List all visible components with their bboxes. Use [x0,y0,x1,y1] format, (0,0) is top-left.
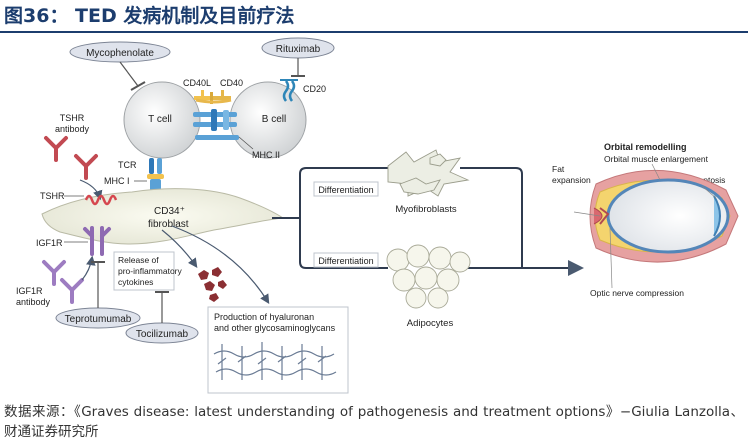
t-cell [123,81,201,159]
hyaluronan-arrow [171,225,270,305]
differentiation-branch-arrows [272,167,584,276]
svg-text:Teprotumumab: Teprotumumab [65,314,132,325]
mhc2-label: MHC II [252,150,280,160]
tcr-mhc2-complex [193,109,254,150]
tocilizumab-label: Tocilizumab [125,322,199,344]
svg-text:Differentiation: Differentiation [318,256,373,266]
cd40-label: CD40 [220,78,243,88]
t-cell-label: T cell [148,114,172,125]
svg-text:and other glycosaminoglycans: and other glycosaminoglycans [214,323,336,333]
mhc1-label: MHC I [104,176,130,186]
orbital-muscle-label: Orbital muscle enlargement [604,154,709,164]
svg-text:Mycophenolate: Mycophenolate [86,48,154,59]
optic-nerve-label: Optic nerve compression [590,288,684,298]
svg-text:Differentiation: Differentiation [318,185,373,195]
proptosis-label: Proptosis [690,175,725,185]
adipocyte-cluster [386,244,471,309]
adipocytes-label: Adipocytes [407,318,454,329]
ted-pathogenesis-diagram: Mycophenolate Rituximab T cell B cell CD… [16,37,739,394]
igf1r-label: IGF1R [36,238,63,248]
tshr-antibody-label-line2: antibody [55,124,90,134]
cytokine-arrow [161,229,198,268]
hyaluronan-box: Production of hyaluronan and other glyco… [207,306,349,394]
mycophenolate-inhibition-line [119,61,146,91]
tcr-label: TCR [118,160,137,170]
b-cell-label: B cell [262,114,286,125]
svg-text:Tocilizumab: Tocilizumab [136,329,189,340]
differentiation-top-label: Differentiation [313,181,379,197]
igf1r-receptor [83,226,111,256]
svg-text:cytokines: cytokines [118,277,153,287]
cd20-receptor [280,79,298,102]
tocilizumab-inhibition-line [155,291,169,323]
title-divider [0,31,748,33]
igf1r-antibody-arrow [81,255,96,281]
svg-text:Release of: Release of [118,255,159,265]
fibroblast-label-line1: CD34⁺ [154,206,185,217]
teprotumumab-label: Teprotumumab [55,307,141,329]
orbital-remodelling-title: Orbital remodelling [604,142,687,152]
differentiation-bottom-label: Differentiation [313,252,379,268]
igf1r-antibody [42,260,84,304]
orbit-eye-illustration [573,163,739,289]
tcr-receptor [147,158,164,191]
svg-text:Rituximab: Rituximab [276,44,321,55]
cd40l-label: CD40L [183,78,211,88]
igf1r-antibody-label-line2: antibody [16,297,51,307]
cd20-label: CD20 [303,84,326,94]
fibroblast-label-line2: fibroblast [148,219,189,230]
tshr-receptor [84,194,118,206]
source-citation: 数据来源：《Graves disease: latest understandi… [4,404,744,440]
tshr-label: TSHR [40,191,65,201]
svg-text:Production of hyaluronan: Production of hyaluronan [214,312,314,322]
myofibroblasts-label: Myofibroblasts [395,204,456,215]
svg-text:pro-inflammatory: pro-inflammatory [118,266,183,276]
teprotumumab-inhibition-line [91,261,105,308]
cytokine-release-box: Release of pro-inflammatory cytokines [113,251,183,291]
fat-expansion-label-line1: Fat [552,164,565,174]
rituximab-inhibition-line [291,58,305,77]
tshr-antibody-label-line1: TSHR [60,113,85,123]
myofibroblast-cluster [387,149,470,197]
figure-title: 图36： TED 发病机制及目前疗法 [4,5,295,27]
b-cell [229,81,307,159]
glycosaminoglycan-chains [213,342,337,380]
tshr-antibody [44,136,98,180]
cytokine-molecules [198,267,227,302]
rituximab-label: Rituximab [261,37,335,59]
mycophenolate-label: Mycophenolate [69,41,171,63]
cd40-receptor-pair [194,90,232,104]
igf1r-antibody-label-line1: IGF1R [16,286,43,296]
fat-expansion-label-line2: expansion [552,175,591,185]
